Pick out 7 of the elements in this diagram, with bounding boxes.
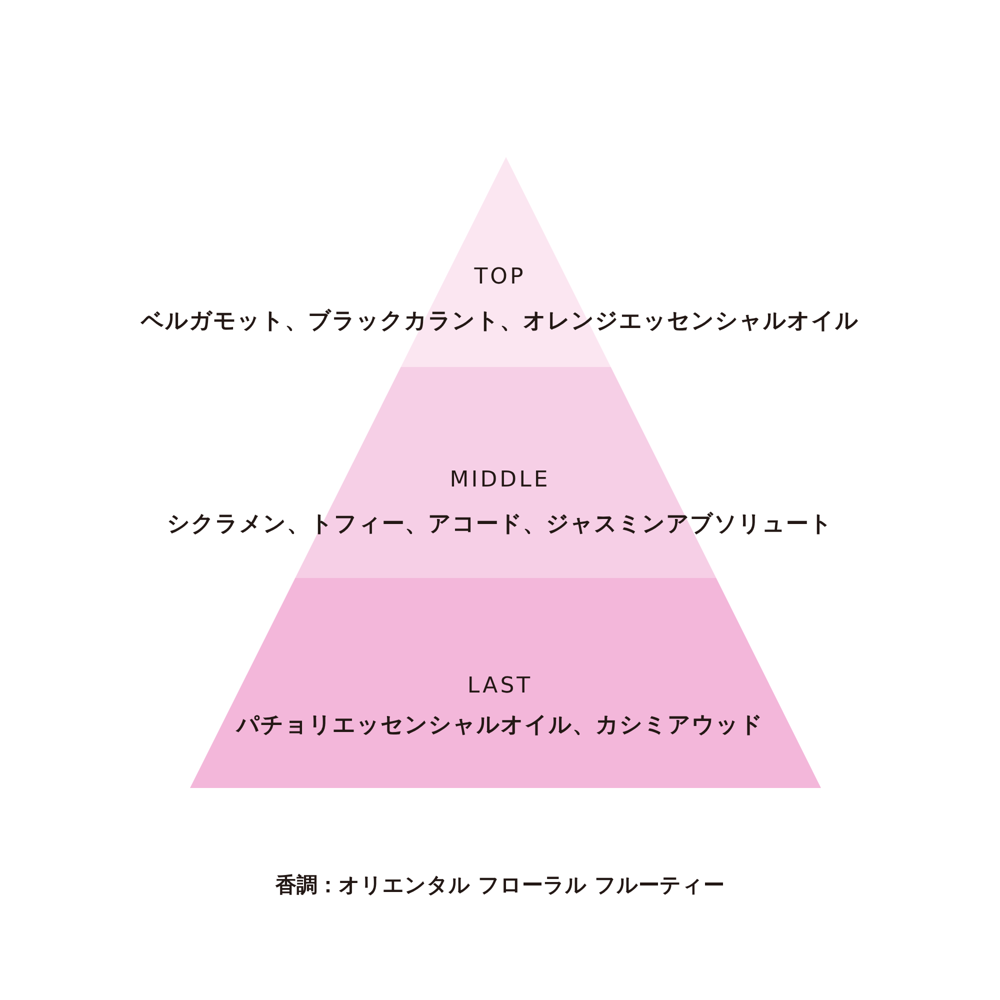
layer-heading: TOP	[474, 264, 526, 290]
notes-text: ベルガモット、ブラックカラント、オレンジエッセンシャルオイル	[141, 309, 859, 335]
layer-heading: LAST	[467, 673, 533, 699]
notes-text: シクラメン、トフィー、アコード、ジャスミンアブソリュート	[167, 512, 833, 538]
caption: 香調：オリエンタル フローラル フルーティー	[276, 872, 724, 899]
layer-heading: MIDDLE	[450, 467, 550, 493]
notes-text: パチョリエッセンシャルオイル、カシミアウッド	[236, 713, 764, 739]
